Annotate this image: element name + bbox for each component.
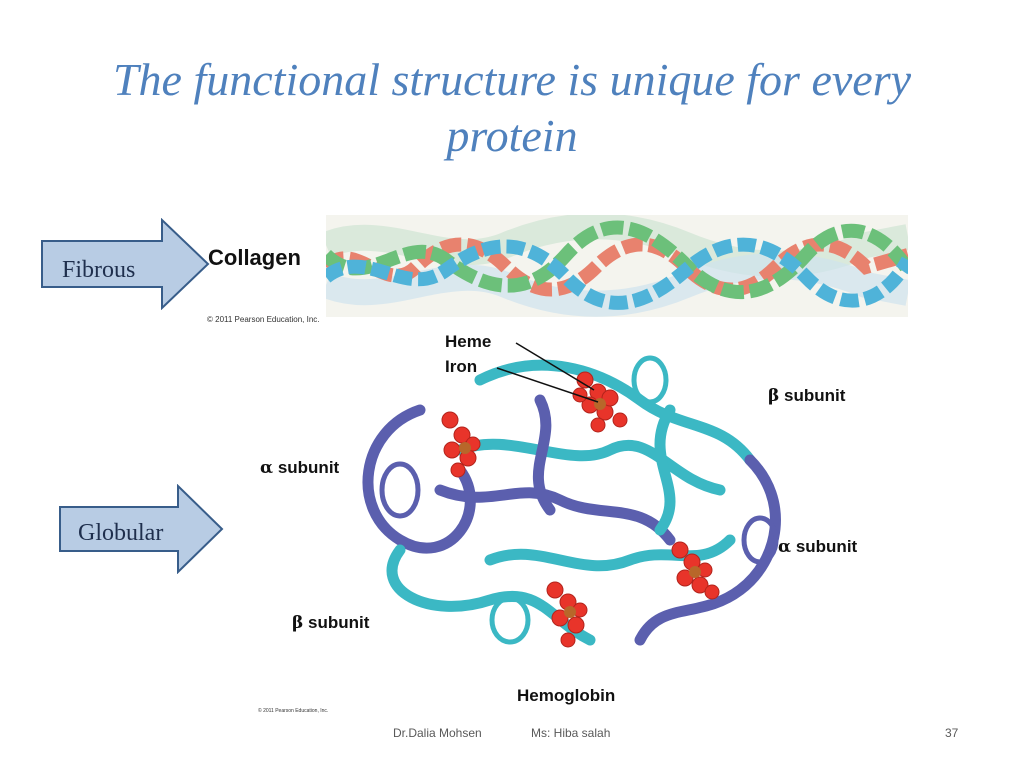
fibrous-label: Fibrous	[62, 257, 136, 283]
globular-arrow: Globular	[58, 483, 226, 575]
alpha-subunit-label-right: α subunit	[778, 537, 858, 557]
slide-title: The functional structure is unique for e…	[40, 52, 984, 164]
title-line-1: The functional structure is unique for e…	[112, 54, 912, 105]
hemoglobin-label: Hemoglobin	[517, 686, 616, 705]
footer-author-1: Dr.Dalia Mohsen	[393, 726, 482, 740]
heme-label: Heme	[445, 332, 492, 351]
collagen-label: Collagen	[208, 245, 301, 270]
collagen-copyright: © 2011 Pearson Education, Inc.	[207, 315, 320, 324]
fibrous-arrow: Fibrous	[40, 217, 212, 311]
beta-subunit-label-top: β subunit	[768, 386, 846, 406]
iron-label: Iron	[445, 357, 478, 376]
right-arrow-icon	[41, 217, 210, 311]
footer-author-2: Ms: Hiba salah	[531, 726, 611, 740]
alpha-subunit-label-left: α subunit	[260, 458, 340, 478]
globular-label: Globular	[78, 520, 164, 546]
hemoglobin-copyright: © 2011 Pearson Education, Inc.	[258, 708, 329, 714]
title-line-2: protein	[446, 110, 578, 161]
beta-subunit-label-bottom: β subunit	[292, 613, 370, 633]
collagen-triple-helix-image	[326, 215, 908, 317]
slide-number: 37	[945, 726, 959, 740]
hemoglobin-structure-image	[362, 355, 781, 648]
right-arrow-icon	[59, 483, 224, 575]
